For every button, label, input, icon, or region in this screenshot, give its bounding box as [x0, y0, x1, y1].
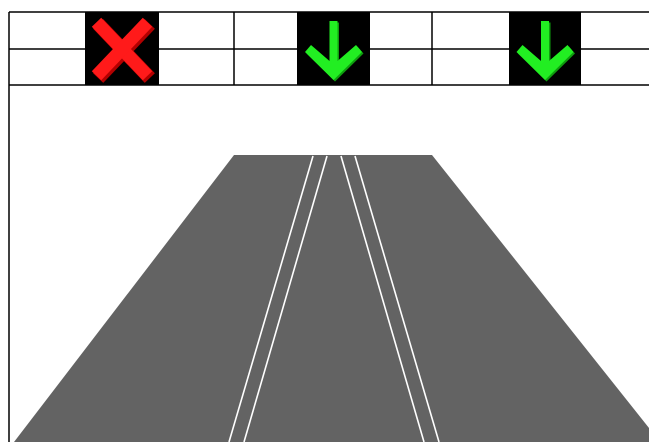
lane-signal-3 [509, 12, 581, 85]
road-surface [14, 155, 649, 442]
lane-signal-2 [297, 12, 370, 85]
lane-signal-1 [85, 12, 159, 85]
